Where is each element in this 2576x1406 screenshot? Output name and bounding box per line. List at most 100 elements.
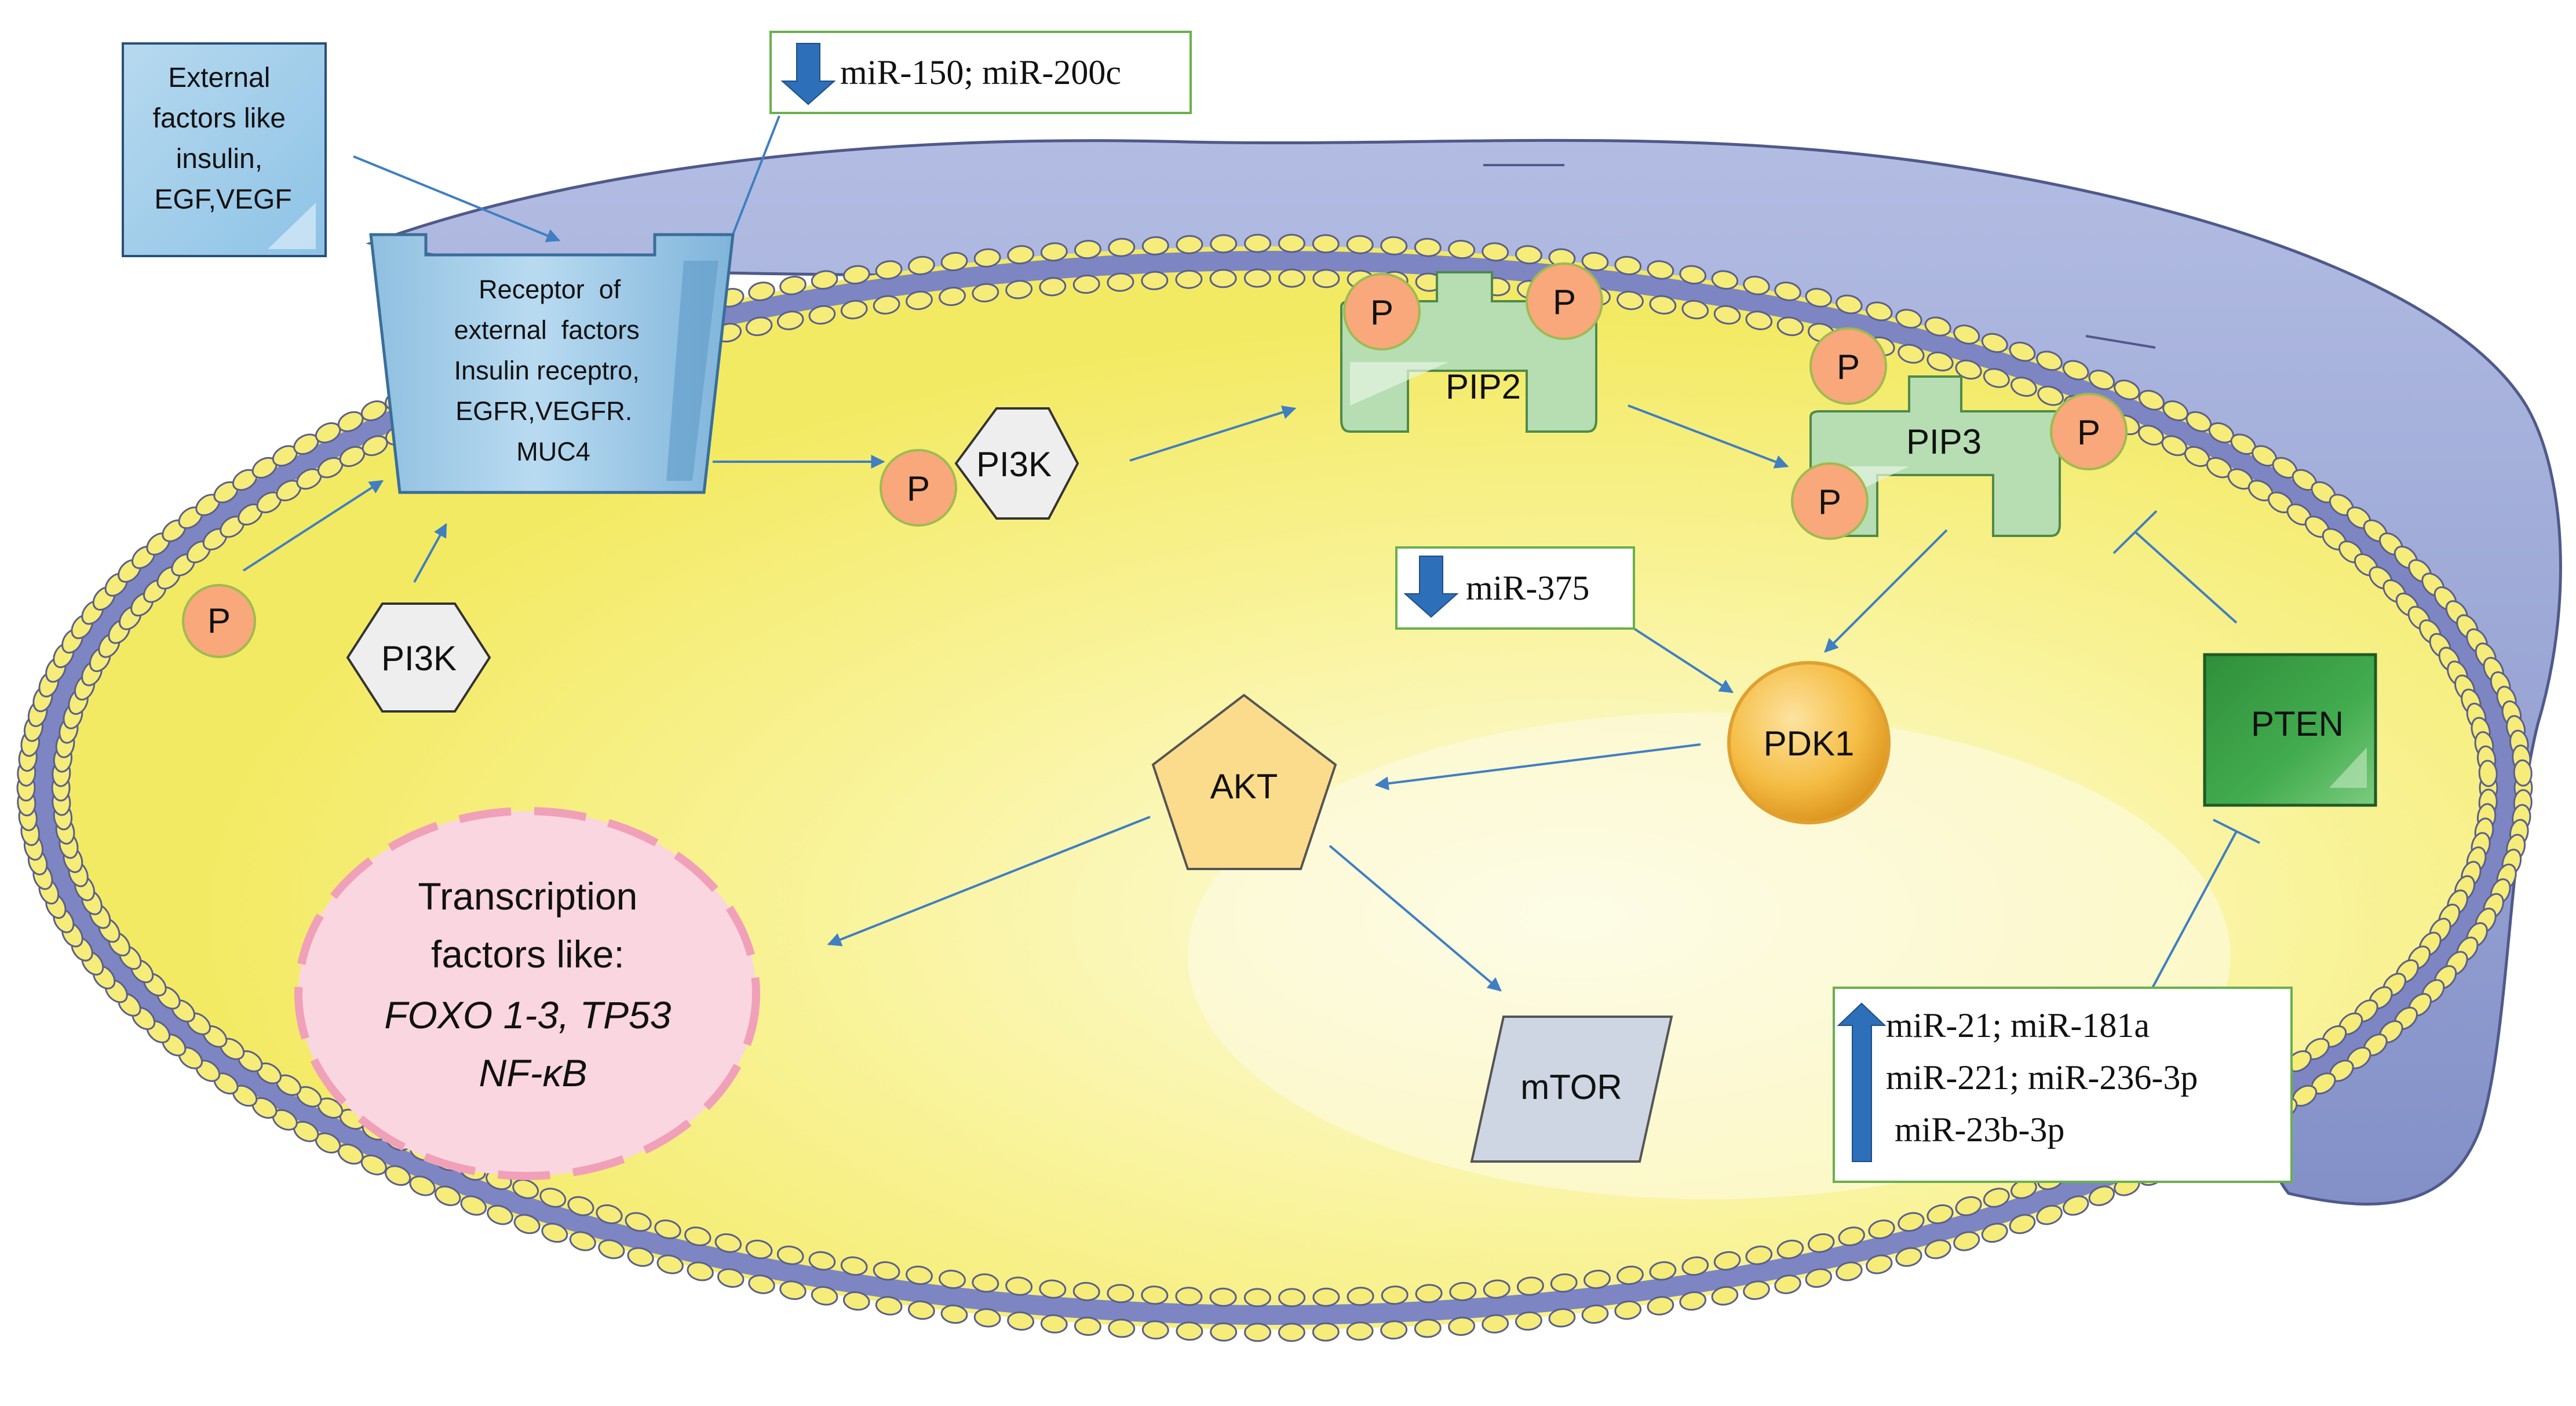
membrane-bead [973,248,1001,268]
membrane-bead [460,1195,487,1216]
membrane-bead [1711,1286,1739,1306]
membrane-bead [1617,290,1644,311]
membrane-bead [1926,351,1954,372]
membrane-bead [1482,242,1509,262]
membrane-bead [973,1308,1001,1328]
membrane-bead [1243,1288,1271,1308]
membrane-bead [687,1261,714,1281]
pip2: PIP2 P P [1340,262,1603,433]
membrane-bead [779,1280,807,1300]
receptor-line-4: EGFR,VEGFR. [455,396,632,426]
pip2-phosphate-right: P [1553,283,1576,322]
membrane-bead [2062,360,2089,381]
membrane-bead [1483,1279,1510,1299]
membrane-bead [1926,1204,1954,1225]
receptor-line-1: Receptor of [479,275,621,304]
pi3k-active: PI3K P [880,407,1079,527]
membrane-bead [512,1179,539,1199]
membrane-bead [1278,1288,1306,1308]
membrane-bead [1981,1222,2008,1243]
membrane-bead [2036,350,2063,371]
pip3-label: PIP3 [1906,422,1982,461]
membrane-bead [1581,1304,1609,1324]
membrane-bead [875,1296,903,1316]
inhibit-pten-to-pip3 [2134,531,2238,624]
membrane-bead [1175,269,1203,289]
membrane-bead [1141,1286,1169,1305]
membrane-bead [1516,1276,1544,1296]
up-arrow-icon [1837,1002,1887,1162]
membrane-bead [748,1274,775,1294]
svg-text:P: P [207,601,231,640]
membrane-bead [2062,1195,2089,1216]
membrane-bead [1414,1319,1442,1338]
membrane-bead [1898,1212,1925,1232]
membrane-bead [745,316,773,337]
pip3-phosphate-bottom: P [1818,483,1841,521]
arrow-pip2-to-pip3 [1628,404,1789,469]
receptor: Receptor of external factors Insulin rec… [369,233,735,494]
membrane-bead [972,283,999,302]
membrane-bead [1176,235,1203,254]
membrane-bead [1983,368,2010,388]
arrow-pi3k-to-pip2 [1129,406,1297,462]
external-factors-line-3: insulin, [176,144,262,174]
external-factors-line-2: factors like [153,103,286,134]
membrane-bead [1805,1268,1833,1288]
membrane-bead [1866,301,1893,322]
membrane-bead [1924,1239,1951,1259]
membrane-bead [1209,1287,1237,1307]
external-factors-box: External factors like insulin, EGF,VEGF [122,42,327,257]
arrow-pdk1-to-akt [1374,743,1701,791]
membrane-bead [1072,1281,1100,1301]
down-arrow-icon [780,43,836,105]
membrane-bead [2513,759,2533,787]
membrane-bead [1074,240,1101,260]
membrane-bead [1679,265,1707,285]
membrane-bead [1448,240,1476,260]
membrane-bead [1482,1314,1509,1334]
membrane-bead [1005,280,1033,300]
membrane-bead [1278,268,1306,288]
membrane-bead [1614,255,1642,276]
mtor-label: mTOR [1520,1068,1622,1106]
mtor: mTOR [1470,1016,1673,1163]
membrane-bead [1807,1233,1835,1253]
membrane-bead [1866,1254,1893,1274]
membrane-bead [1346,235,1374,254]
svg-text:PI3K: PI3K [381,639,457,678]
membrane-bead [1039,277,1067,297]
membrane-bead [1868,1219,1895,1240]
membrane-bead [1347,1287,1374,1306]
arrow-akt-to-mtor [1329,845,1502,992]
membrane-bead [539,1188,567,1208]
membrane-bead [627,1247,654,1267]
membrane-bead [776,1246,804,1265]
transcription-line-2: factors like: [431,933,625,976]
membrane-bead [1895,1247,1922,1267]
svg-text:Receptor of external f: Receptor of external factors Insulin rec… [454,275,647,466]
membrane-bead [1647,260,1674,280]
membrane-bead [748,282,775,301]
membrane-bead [906,1265,933,1286]
membrane-bead [1074,1316,1101,1336]
membrane-band [34,251,2516,1325]
membrane-bead [939,286,966,306]
receptor-line-3: Insulin receptro, [454,356,640,385]
inhibit-bar-pip3 [2112,510,2158,554]
membrane-bead [808,305,836,325]
arrow-pip3-to-pdk1 [1824,529,1948,653]
transcription-line-4: NF-κB [479,1051,588,1094]
membrane-bead [1776,316,1804,337]
membrane-bead [1312,1322,1340,1342]
membrane-bead [1107,1284,1134,1303]
membrane-bead [873,295,900,315]
svg-text:PI3K: PI3K [976,445,1052,484]
membrane-bead [1210,234,1238,254]
membrane-bead [1955,359,1982,380]
membrane-bead [2037,385,2064,406]
transcription-factors: Transcription factors like: FOXO 1-3, TP… [294,807,760,1180]
membrane-bead [1774,282,1801,301]
membrane-bead [873,1261,900,1281]
